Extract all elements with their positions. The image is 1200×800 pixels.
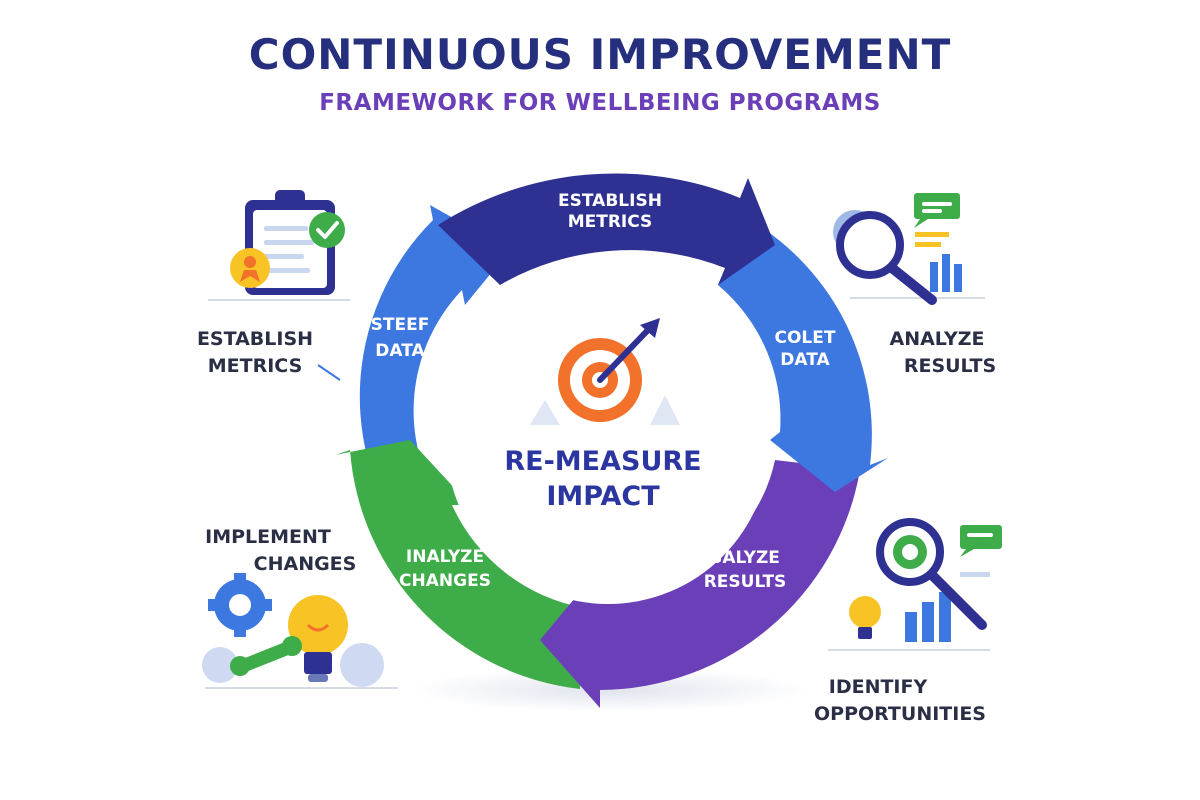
insight-magnifier-icon (828, 518, 1002, 651)
page-title: CONTINUOUS IMPROVEMENT (248, 30, 952, 79)
side-label-implement-line2: CHANGES (254, 553, 357, 575)
left-label-line2: DATA (375, 341, 425, 361)
center-disk (446, 280, 770, 604)
page-subtitle: FRAMEWORK FOR WELLBEING PROGRAMS (319, 90, 881, 116)
analytics-magnifier-icon (833, 193, 985, 305)
side-label-implement-line1: IMPLEMENT (205, 526, 331, 548)
clipboard-icon (208, 190, 350, 381)
bottom-right-label-line1: ЅALYZE (710, 548, 780, 568)
side-label-establish-line1: ESTABLISH (197, 328, 313, 350)
side-label-analyze-line1: ANALYZE (890, 328, 985, 350)
left-label-line1: STEEF (371, 315, 430, 335)
ground-shadow (410, 668, 810, 712)
bottom-left-label-line1: INALYZE (406, 547, 484, 567)
top-label-line1: ESTABLISH (558, 191, 662, 211)
side-label-establish-line2: METRICS (208, 355, 303, 377)
bottom-left-label-line2: CHANGES (399, 571, 491, 591)
target-icon (530, 318, 680, 425)
bottom-right-label-line2: RESULTS (704, 572, 787, 592)
cycle-segment-right[interactable] (718, 220, 888, 492)
cycle-segment-bottom-right[interactable] (540, 460, 860, 708)
side-label-identify-line2: OPPORTUNITIES (814, 703, 986, 725)
side-label-identify-line1: IDENTIFY (829, 676, 928, 698)
tools-bulb-icon (202, 573, 398, 689)
right-label-line2: DATA (780, 350, 830, 370)
top-label-line2: METRICS (568, 212, 653, 232)
right-label-line1: COLET (775, 328, 836, 348)
cycle-segment-bottom-left[interactable] (335, 440, 585, 689)
cycle-segment-top[interactable] (438, 173, 775, 285)
center-label-line2: IMPACT (546, 481, 660, 512)
center-label-line1: RE-MEASURE (504, 446, 701, 477)
side-label-analyze-line2: RESULTS (904, 355, 996, 377)
